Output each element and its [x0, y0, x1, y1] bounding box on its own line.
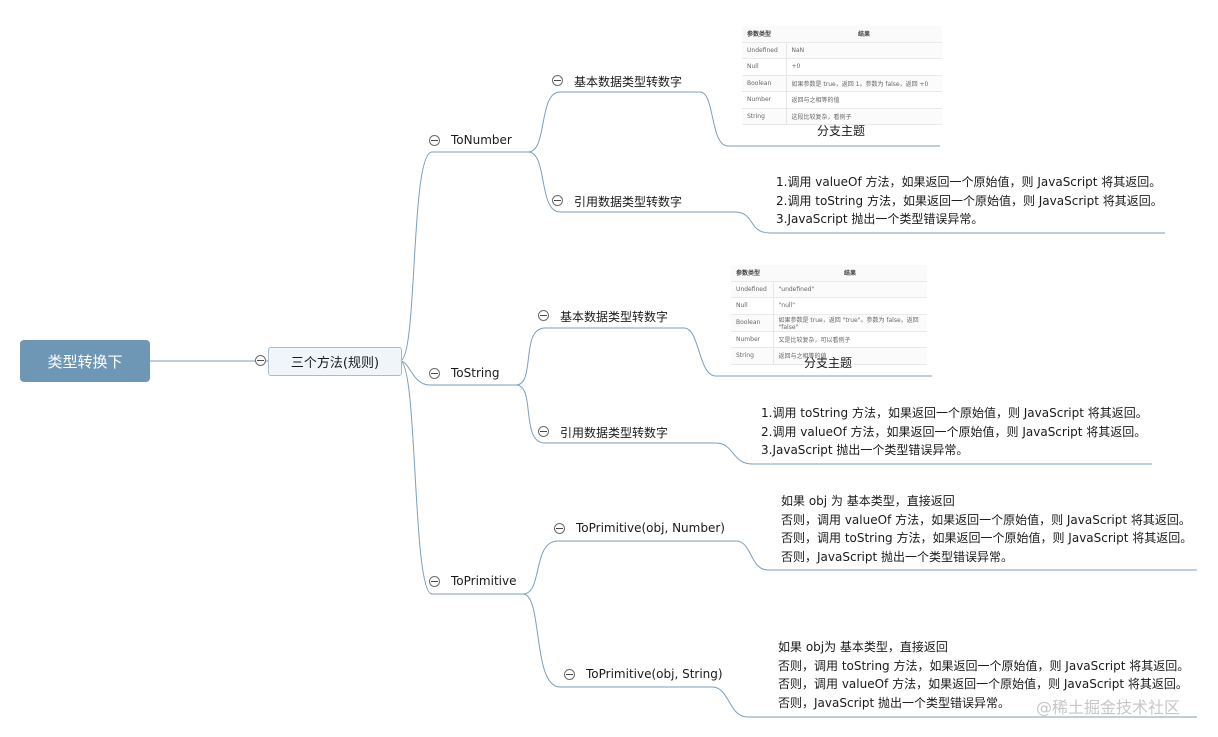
collapse-icon[interactable]	[554, 523, 565, 534]
edge-tonumber-basic	[527, 91, 940, 153]
table-header: 参数类型	[742, 26, 786, 43]
edge-tonumber-ref	[527, 151, 1165, 234]
edge-hub-tostring	[399, 360, 516, 386]
note-toprimitive-string: 如果 obj为 基本类型，直接返回 否则，调用 toString 方法，如果返回…	[778, 638, 1189, 712]
table-cell: Boolean	[742, 75, 787, 92]
hub-node[interactable]: 三个方法(规则)	[268, 347, 402, 376]
note-line: 1.调用 valueOf 方法，如果返回一个原始值，则 JavaScript 将…	[776, 175, 1162, 189]
table-caption: 分支主题	[817, 124, 866, 138]
branch-tostring[interactable]: ToString	[451, 366, 500, 380]
branch-tonumber[interactable]: ToNumber	[451, 133, 512, 147]
collapse-icon[interactable]	[564, 669, 575, 680]
table-cell: 这段比较复杂，看例子	[786, 108, 942, 125]
table-cell: Null	[731, 297, 774, 315]
note-line: 否则，调用 toString 方法，如果返回一个原始值，则 JavaScript…	[778, 658, 1190, 673]
collapse-icon[interactable]	[429, 368, 440, 379]
table-cell: "undefined"	[773, 281, 927, 298]
note-line: 1.调用 toString 方法，如果返回一个原始值，则 JavaScript …	[761, 406, 1148, 420]
edge-hub-tonumber	[399, 151, 528, 362]
table-cell: 返回与之相等的值	[773, 347, 927, 365]
collapse-icon[interactable]	[538, 426, 549, 437]
table-cell: String	[731, 347, 774, 365]
table-header: 结果	[773, 265, 927, 282]
branch-toprimitive[interactable]: ToPrimitive	[451, 574, 517, 588]
table-header: 结果	[786, 26, 942, 43]
note-tostring-ref: 1.调用 toString 方法，如果返回一个原始值，则 JavaScript …	[761, 404, 1148, 460]
table-cell: Boolean	[731, 314, 774, 332]
collapse-icon[interactable]	[552, 195, 563, 206]
table-cell: +0	[786, 58, 942, 76]
note-line: 否则，JavaScript 抛出一个类型错误异常。	[778, 695, 1010, 710]
watermark: @稀土掘金技术社区	[1036, 698, 1181, 717]
node-toprimitive-number[interactable]: ToPrimitive(obj, Number)	[576, 521, 725, 535]
table-cell: Number	[731, 331, 774, 348]
root-title: 类型转换下	[47, 352, 123, 371]
note-line: 否则，调用 valueOf 方法，如果返回一个原始值，则 JavaScript …	[778, 677, 1188, 691]
note-line: 否则，调用 valueOf 方法，如果返回一个原始值，则 JavaScript …	[781, 512, 1191, 527]
note-line: 否则，调用 toString 方法，如果返回一个原始值，则 JavaScript…	[781, 531, 1193, 545]
note-line: 2.调用 valueOf 方法，如果返回一个原始值，则 JavaScript 将…	[761, 424, 1147, 439]
edge-tostring-basic	[515, 327, 932, 386]
node-tostring-basic[interactable]: 基本数据类型转数字	[560, 310, 669, 324]
table-cell: Number	[742, 91, 787, 109]
note-line: 如果 obj为 基本类型，直接返回	[778, 640, 948, 654]
edge-toprimitive-number	[522, 540, 1197, 595]
note-line: 3.JavaScript 抛出一个类型错误异常。	[776, 212, 984, 226]
table-cell: 又是比较复杂，可以看例子	[773, 331, 927, 348]
table-cell: "null"	[773, 297, 927, 315]
note-line: 如果 obj 为 基本类型，直接返回	[781, 494, 955, 508]
edge-toprimitive-string	[522, 593, 1197, 718]
hub-title: 三个方法(规则)	[290, 356, 380, 371]
note-line: 2.调用 toString 方法，如果返回一个原始值，则 JavaScript …	[776, 193, 1163, 208]
collapse-icon[interactable]	[429, 135, 440, 146]
table-cell: Null	[742, 58, 787, 76]
node-tonumber-basic[interactable]: 基本数据类型转数字	[574, 75, 683, 89]
node-tostring-ref[interactable]: 引用数据类型转数字	[560, 426, 669, 440]
table-cell: Undefined	[731, 281, 774, 298]
note-line: 否则，JavaScript 抛出一个类型错误异常。	[781, 549, 1013, 564]
node-tonumber-ref[interactable]: 引用数据类型转数字	[574, 195, 683, 209]
edge-tostring-ref	[515, 384, 1152, 465]
table-cell: Undefined	[742, 42, 787, 59]
collapse-icon[interactable]	[538, 310, 549, 321]
node-toprimitive-string[interactable]: ToPrimitive(obj, String)	[586, 667, 723, 681]
table-caption: 分支主题	[804, 356, 853, 370]
table-cell: NaN	[786, 42, 942, 59]
note-line: 3.JavaScript 抛出一个类型错误异常。	[761, 443, 969, 457]
root-node[interactable]: 类型转换下	[20, 340, 150, 382]
collapse-icon[interactable]	[255, 355, 266, 366]
collapse-icon[interactable]	[552, 75, 563, 86]
table-header: 参数类型	[731, 265, 773, 282]
note-toprimitive-number: 如果 obj 为 基本类型，直接返回 否则，调用 valueOf 方法，如果返回…	[781, 492, 1192, 566]
table-cell: 如果参数是 true，返回 "true"。参数为 false，返回 "false…	[773, 314, 927, 332]
table-cell: String	[742, 108, 787, 125]
tostring-table-image: 参数类型 结果 Undefined"undefined" Null"null" …	[731, 265, 927, 365]
edge-hub-toprimitive	[399, 360, 523, 595]
table-cell: 如果参数是 true，返回 1。参数为 false，返回 +0	[786, 75, 942, 92]
table-cell: 返回与之相等的值	[786, 91, 942, 109]
note-tonumber-ref: 1.调用 valueOf 方法，如果返回一个原始值，则 JavaScript 将…	[776, 173, 1163, 229]
collapse-icon[interactable]	[429, 576, 440, 587]
